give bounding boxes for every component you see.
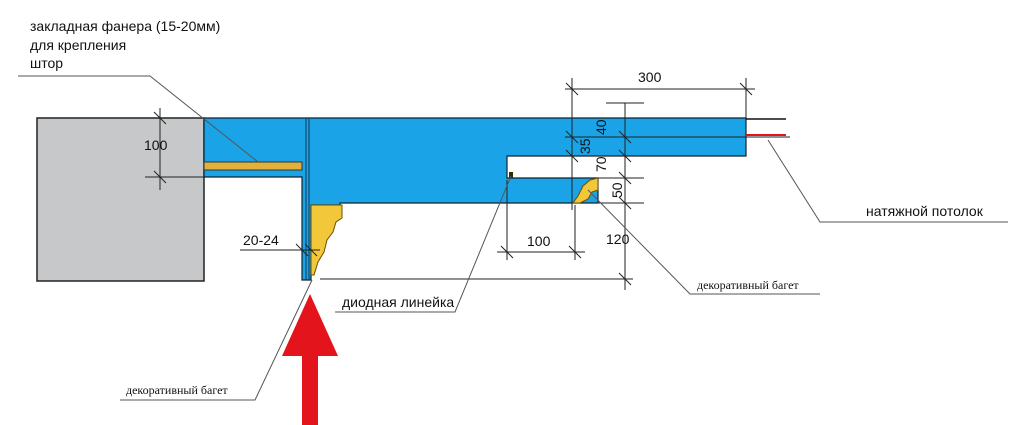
baguette-right-label: декоративный багет (697, 278, 799, 292)
red-arrow-head (282, 294, 338, 356)
led-strip-label: диодная линейка (342, 294, 454, 310)
red-arrow-shaft (302, 345, 318, 425)
dim-50: 50 (609, 182, 625, 198)
stretch-ceiling-label: натяжной потолок (866, 203, 984, 219)
dim-300: 300 (638, 69, 662, 85)
baguette-bottom-label: декоративный багет (126, 383, 228, 397)
plywood-label-line3: штор (30, 55, 63, 71)
dim-100-bottom: 100 (527, 233, 551, 249)
drywall-box (203, 117, 747, 281)
dim-20-24: 20-24 (243, 232, 279, 248)
baguette-left (310, 204, 343, 276)
leader-baguette-right (587, 189, 820, 295)
dim-70: 70 (593, 156, 609, 172)
leader-led (335, 175, 512, 313)
dim-40: 40 (593, 119, 609, 135)
leader-baguette-bottom (120, 279, 313, 401)
leader-plywood (18, 75, 259, 163)
concrete-wall (36, 117, 205, 282)
leader-ceiling (767, 139, 1008, 223)
plywood-label-line1: закладная фанера (15-20мм) (30, 18, 220, 34)
baguette-right (572, 177, 599, 204)
dim-35: 35 (577, 138, 593, 154)
dim-100-left: 100 (144, 137, 168, 153)
plywood-label-line2: для крепления (30, 37, 126, 53)
led-strip-marker (509, 172, 513, 178)
plywood-strip (203, 161, 303, 171)
dim-120: 120 (606, 231, 630, 247)
